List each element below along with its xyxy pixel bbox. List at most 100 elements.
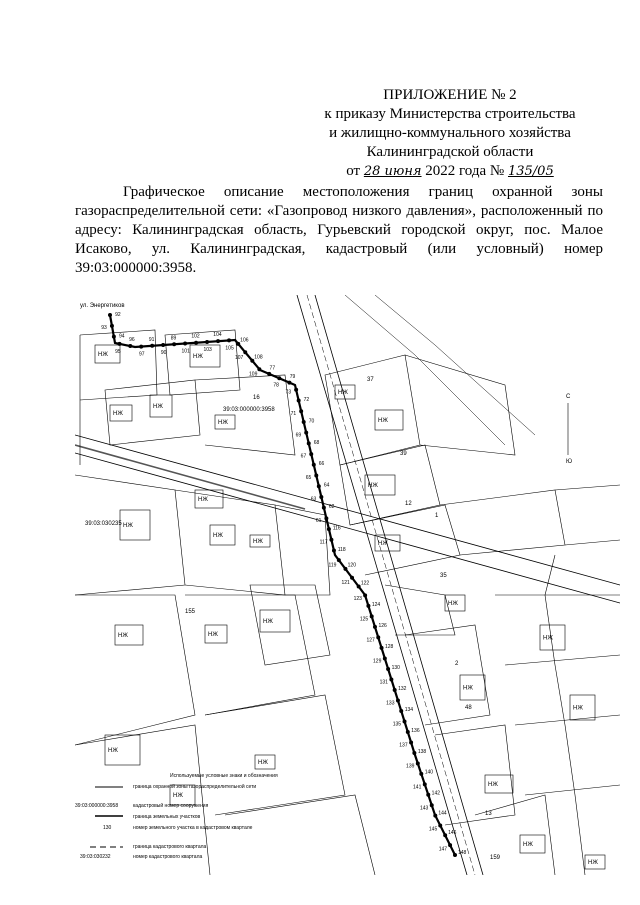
building-label: НЖ [198,497,208,503]
boundary-point [443,833,448,838]
legend-item: граница земельных участков [133,814,201,820]
building-label: НЖ [173,793,183,799]
boundary-point [139,344,144,349]
diagonal-road [344,295,536,446]
boundary-point [324,516,329,521]
point-number: 127 [366,638,375,644]
point-number: 65 [306,475,312,481]
point-number: 124 [372,602,381,608]
boundary-point [331,548,336,553]
building-label: НЖ [448,601,458,607]
boundary-point [205,339,210,344]
building-label: НЖ [113,411,123,417]
parcel-number: 155 [185,609,196,615]
boundary-point [294,387,299,392]
legend-item: граница кадастрового квартала [133,844,207,850]
boundary-point [277,376,282,381]
boundary-point [316,484,321,489]
point-number: 103 [203,347,212,353]
boundary-point [386,666,391,671]
point-number: 64 [324,483,330,489]
boundary-point [194,340,199,345]
boundary-point [369,614,374,619]
building-label: НЖ [338,390,348,396]
point-number: 92 [115,312,121,318]
point-number: 123 [354,596,363,602]
legend-item: граница охранной зоны газораспределитель… [133,783,256,790]
building-label: НЖ [123,523,133,529]
point-number: 78 [273,383,279,389]
boundary-point [366,603,371,608]
point-number: 148 [458,850,467,856]
buildings [94,344,606,870]
point-number: 134 [405,707,414,713]
point-number: 131 [380,680,389,686]
point-number: 120 [348,563,357,569]
building-label: НЖ [368,483,378,489]
point-number: 109 [249,372,258,378]
point-number: 73 [286,389,292,395]
boundary-point [299,409,304,414]
handwritten-number: 135/05 [507,164,554,179]
building-label: НЖ [208,632,218,638]
point-number: 68 [314,440,320,446]
date-prefix: от [346,163,361,179]
point-number: 141 [413,785,422,791]
description-paragraph: Графическое описание местоположения гран… [75,184,603,276]
building-label: НЖ [253,539,263,545]
point-number: 125 [360,617,369,623]
road-edges [296,295,484,875]
point-number: 70 [309,418,315,424]
building-label: НЖ [523,842,533,848]
point-number: 147 [439,846,448,852]
boundary-point [257,367,262,372]
building-label: НЖ [543,636,553,642]
year-label: 2022 года № [425,163,505,179]
boundary-point [319,494,324,499]
point-number: 116 [333,525,341,531]
point-number: 137 [399,743,408,749]
boundary-point [109,323,114,328]
point-number: 102 [191,334,200,340]
boundary-point [287,380,292,385]
point-number: 104 [213,332,222,338]
boundary-point [172,342,177,347]
cross-road-rail [75,444,306,510]
parcel-number: 48 [465,705,472,711]
point-number: 133 [386,701,395,707]
map-legend: Используемые условные знаки и обозначени… [75,773,278,860]
boundary-point [372,624,377,629]
point-number: 89 [171,335,177,341]
boundary-point [236,341,241,346]
header-date-line: от 28 июня 2022 года № 135/05 [300,162,600,181]
building-label: НЖ [263,619,273,625]
point-number: 93 [101,325,107,331]
boundary-point [382,656,387,661]
point-number: 139 [406,764,415,770]
point-number: 135 [393,722,402,728]
building-label: НЖ [218,420,228,426]
building-label: НЖ [588,860,598,866]
building-label: НЖ [258,760,268,766]
handwritten-date: 28 июня [363,164,422,179]
point-number: 119 [328,562,336,568]
boundary-point [389,677,394,682]
building-label: НЖ [193,354,203,360]
parcel-number: 16 [253,395,260,401]
boundary-point [150,343,155,348]
boundary-point [304,430,309,435]
building-label: НЖ [118,633,128,639]
boundary-point [363,593,368,598]
boundary-point [321,505,326,510]
point-number: 96 [129,337,135,343]
point-number: 118 [338,547,346,553]
boundary-point [419,771,424,776]
legend-item: номер кадастрового квартала [133,854,202,860]
point-number: 66 [319,461,325,467]
boundary-point [296,398,301,403]
point-number: 130 [392,665,401,671]
building-label: НЖ [488,782,498,788]
cadastral-label-left: 39:03:030235 [85,521,122,527]
point-number: 95 [115,349,121,355]
boundary-point [343,566,348,571]
